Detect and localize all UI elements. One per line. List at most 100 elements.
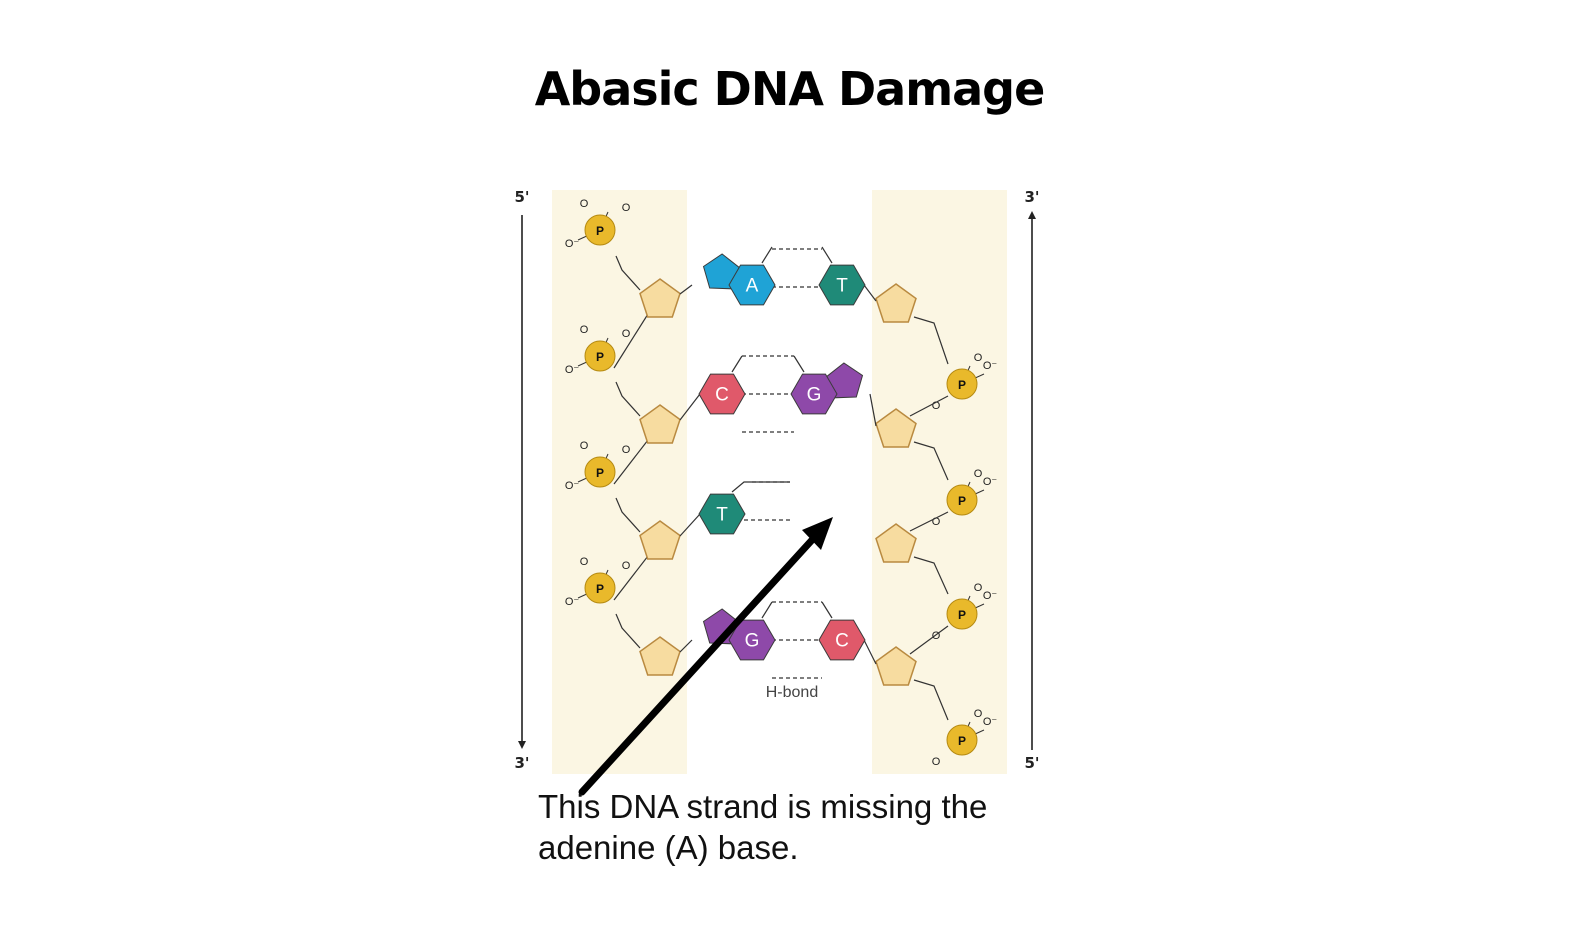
left-sugar <box>639 404 681 444</box>
oxygen-minus-label: O⁻ <box>565 238 580 250</box>
base-T-ring6 <box>698 493 746 535</box>
oxygen-label: O <box>974 468 983 480</box>
phosphate-group <box>584 340 616 372</box>
phosphate-label: P <box>958 378 966 392</box>
oxygen-minus-label: O⁻ <box>565 364 580 376</box>
phosphate-group <box>584 456 616 488</box>
sugar-phosphate-link <box>613 439 649 485</box>
glycosidic-bond <box>679 639 693 653</box>
glycosidic-bond <box>863 639 877 665</box>
base-G-ring6 <box>790 373 838 415</box>
left-sugar <box>639 278 681 318</box>
oxygen-label: O <box>622 202 631 214</box>
base-G-label: G <box>745 631 760 652</box>
oxygen-label: O <box>974 352 983 364</box>
sugar-phosphate-link <box>615 381 641 417</box>
oxygen-label: O <box>974 582 983 594</box>
hydrogen-bond <box>731 481 790 493</box>
caption-line-2: adenine (A) base. <box>538 829 799 866</box>
base-C-label: C <box>835 631 849 652</box>
oxygen-label: O <box>580 556 589 568</box>
glycosidic-bond <box>863 284 877 302</box>
oxygen-minus-label: O⁻ <box>983 590 998 602</box>
oxygen-label: O <box>622 560 631 572</box>
phosphate-group <box>584 572 616 604</box>
sugar-phosphate-link <box>909 511 949 532</box>
pointer-arrow-head <box>802 517 833 550</box>
base-C-ring6 <box>818 619 866 661</box>
oxygen-minus-label: O⁻ <box>565 596 580 608</box>
right-top-end-label: 3' <box>1024 188 1039 206</box>
sugar-phosphate-link <box>909 395 949 417</box>
phosphate-label: P <box>596 582 604 596</box>
oxygen-label: O <box>580 440 589 452</box>
glycosidic-bond <box>869 393 877 427</box>
caption-line-1: This DNA strand is missing the <box>538 788 988 825</box>
right-sugar <box>875 646 917 686</box>
oxygen-label: O <box>974 708 983 720</box>
phosphate-label: P <box>596 224 604 238</box>
oxygen-label: O <box>932 756 941 768</box>
sugar-phosphate-link <box>913 316 949 365</box>
left-sugar <box>639 636 681 676</box>
phosphate-label: P <box>958 494 966 508</box>
phosphate-label: P <box>596 466 604 480</box>
caption: This DNA strand is missing the adenine (… <box>538 786 1098 868</box>
base-G-ring6 <box>728 619 776 661</box>
left-sugar <box>639 520 681 560</box>
sugar-phosphate-link <box>613 555 649 601</box>
base-C-label: C <box>715 385 729 406</box>
base-C-ring6 <box>698 373 746 415</box>
hydrogen-bond <box>793 355 805 373</box>
hydrogen-bond <box>821 246 833 264</box>
glycosidic-bond <box>679 513 701 537</box>
sugar-phosphate-link <box>913 556 949 595</box>
base-G-label: G <box>807 385 822 406</box>
phosphate-group <box>584 214 616 246</box>
pointer-arrow-shaft <box>578 536 816 796</box>
hbond-label: H-bond <box>766 684 818 701</box>
hydrogen-bond <box>821 601 833 619</box>
sugar-phosphate-link <box>615 255 641 291</box>
hydrogen-bond <box>731 355 743 373</box>
oxygen-label: O <box>932 516 941 528</box>
hydrogen-bond <box>761 601 773 619</box>
glycosidic-bond <box>679 393 701 421</box>
phosphate-label: P <box>958 608 966 622</box>
oxygen-label: O <box>622 444 631 456</box>
sugar-phosphate-link <box>613 313 649 369</box>
left-bottom-end-label: 3' <box>514 754 529 772</box>
hydrogen-bond <box>761 246 773 264</box>
oxygen-label: O <box>932 400 941 412</box>
oxygen-label: O <box>932 630 941 642</box>
oxygen-label: O <box>622 328 631 340</box>
sugar-phosphate-link <box>913 679 949 721</box>
oxygen-minus-label: O⁻ <box>983 476 998 488</box>
oxygen-minus-label: O⁻ <box>565 480 580 492</box>
oxygen-minus-label: O⁻ <box>983 716 998 728</box>
phosphate-group <box>946 598 978 630</box>
oxygen-label: O <box>580 198 589 210</box>
sugar-phosphate-link <box>615 497 641 533</box>
base-T-label: T <box>716 505 728 526</box>
right-sugar <box>875 523 917 563</box>
oxygen-label: O <box>580 324 589 336</box>
sugar-phosphate-link <box>909 625 949 655</box>
phosphate-group <box>946 368 978 400</box>
right-bottom-end-label: 5' <box>1024 754 1039 772</box>
glycosidic-bond <box>679 284 693 295</box>
right-sugar <box>875 408 917 448</box>
oxygen-minus-label: O⁻ <box>983 360 998 372</box>
phosphate-group <box>946 484 978 516</box>
right-sugar <box>875 283 917 323</box>
base-A-ring6 <box>728 264 776 306</box>
sugar-phosphate-link <box>615 613 641 649</box>
base-T-ring6 <box>818 264 866 306</box>
left-top-end-label: 5' <box>514 188 529 206</box>
phosphate-label: P <box>596 350 604 364</box>
base-A-label: A <box>746 276 759 297</box>
phosphate-group <box>946 724 978 756</box>
sugar-phosphate-link <box>913 441 949 481</box>
page-title: Abasic DNA Damage <box>534 62 1046 116</box>
